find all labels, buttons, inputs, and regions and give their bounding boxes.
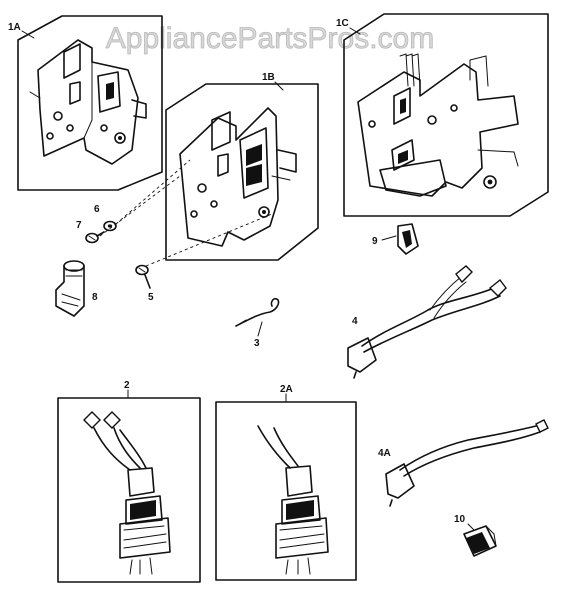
- part-1A-group: [17, 15, 163, 191]
- label-7: 7: [76, 220, 82, 231]
- part-2-frame: [57, 397, 201, 583]
- part-10-block: [463, 525, 497, 557]
- label-1C: 1C: [336, 18, 349, 29]
- label-4: 4: [352, 316, 358, 327]
- part-1C-bracket: [357, 53, 519, 197]
- label-8: 8: [92, 292, 98, 303]
- part-6-nut: [103, 220, 117, 232]
- label-2A: 2A: [280, 384, 293, 395]
- label-1A: 1A: [8, 22, 21, 33]
- label-2: 2: [124, 380, 130, 391]
- part-2A-frame: [215, 401, 357, 581]
- part-9-clip: [397, 223, 419, 255]
- part-1A-bracket: [29, 39, 147, 165]
- part-1B-frame: [165, 83, 319, 261]
- leader-6: [115, 159, 191, 225]
- part-4-capacitor: [347, 265, 507, 379]
- part-2-group: [57, 397, 201, 583]
- part-2A-group: [215, 401, 357, 581]
- part-1C-frame: [343, 13, 549, 217]
- part-8-plug: [55, 260, 85, 317]
- part-4A-capacitor: [385, 419, 549, 507]
- label-1B: 1B: [262, 72, 275, 83]
- leader-5: [145, 213, 273, 267]
- label-4A: 4A: [378, 448, 391, 459]
- watermark: AppliancePartsPros.com: [106, 22, 434, 55]
- part-1B-group: [165, 83, 319, 261]
- label-5: 5: [148, 292, 154, 303]
- leader-7: [99, 175, 181, 237]
- part-1C-group: [343, 13, 549, 217]
- label-6: 6: [94, 204, 100, 215]
- part-3-spring: [235, 297, 280, 327]
- label-3: 3: [254, 338, 260, 349]
- part-1A-frame: [17, 15, 163, 191]
- label-10: 10: [454, 514, 466, 525]
- part-7-screw: [85, 231, 105, 244]
- label-9: 9: [372, 236, 378, 247]
- part-1B-bracket: [179, 107, 297, 247]
- part-5-screw: [135, 264, 151, 289]
